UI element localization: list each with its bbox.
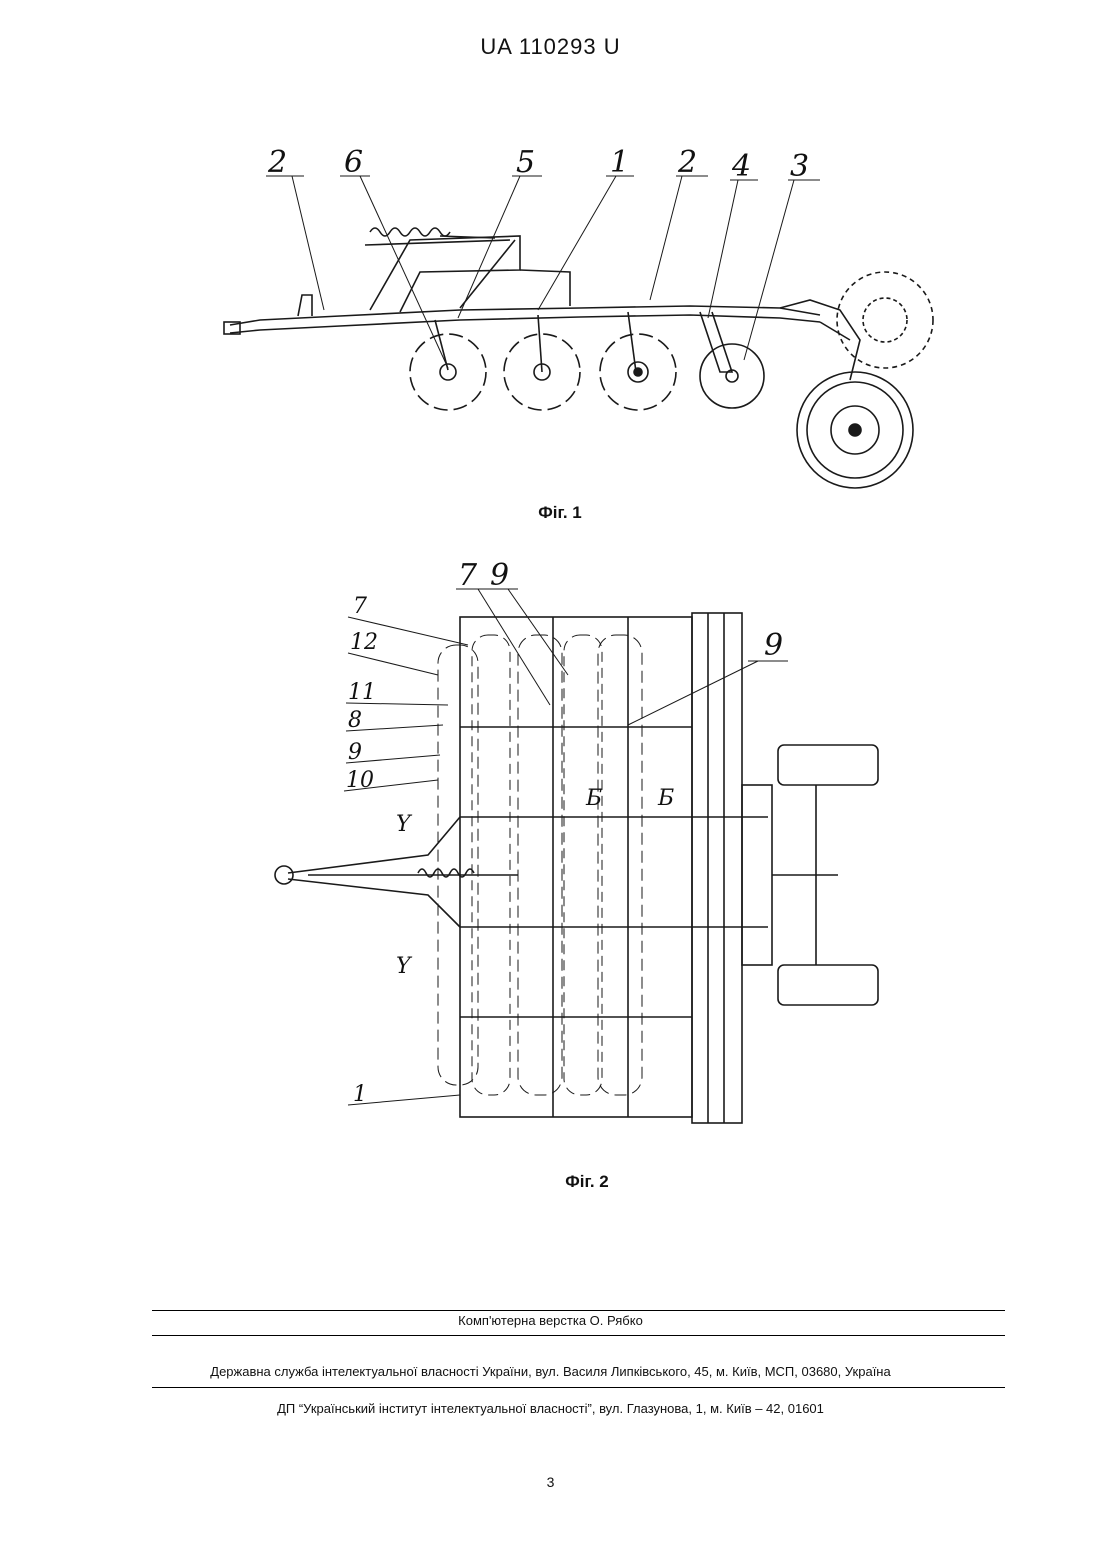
fig2-callout-top-7: 7 [458,558,478,593]
fig2-view-mark-top: Y [396,812,413,837]
figure-1-drawing: 2 6 5 1 2 4 3 [220,140,940,500]
figure-2-caption: Фіг. 2 [527,1172,647,1192]
fig2-section-mark-left: Б [585,786,602,811]
fig2-leader-lines [344,589,788,1105]
fig2-callout-left-7: 7 [353,594,367,619]
fig2-disc-gangs [438,635,642,1095]
footer-rule-top [152,1310,1005,1311]
fig1-callout-5: 5 [516,145,535,180]
footer-institute-address: ДП “Український інститут інтелектуальної… [0,1401,1101,1416]
fig1-callout-1: 1 [610,145,629,180]
fig1-transport-wheel [797,272,933,488]
fig2-callout-left-8: 8 [348,708,362,733]
fig2-callout-left-12: 12 [350,630,378,655]
figure-2-drawing: 7 9 9 7 12 11 8 9 10 1 Б Б Y Y [268,555,898,1145]
fig2-callout-left-11: 11 [348,680,376,705]
fig2-callout-top-9: 9 [490,558,509,593]
fig2-section-mark-right: Б [657,786,674,811]
fig1-callout-2b: 2 [677,145,697,180]
page-number: 3 [0,1474,1101,1490]
fig1-callout-3: 3 [790,149,809,184]
footer-layout-credit: Комп'ютерна верстка О. Рябко [0,1313,1101,1328]
fig2-callout-left-9: 9 [348,740,362,765]
footer-office-address: Державна служба інтелектуальної власност… [0,1364,1101,1379]
fig1-callout-6: 6 [344,145,363,180]
fig2-callout-right-9: 9 [764,628,783,663]
fig1-leader-lines [266,176,820,368]
fig1-callout-2a: 2 [267,145,287,180]
document-number: UA 110293 U [0,34,1101,60]
footer-rule-bottom [152,1387,1005,1388]
figure-1-caption: Фіг. 1 [500,503,620,523]
fig1-callout-4: 4 [731,149,751,184]
footer-rule-middle [152,1335,1005,1336]
fig2-view-mark-bottom: Y [396,954,413,979]
